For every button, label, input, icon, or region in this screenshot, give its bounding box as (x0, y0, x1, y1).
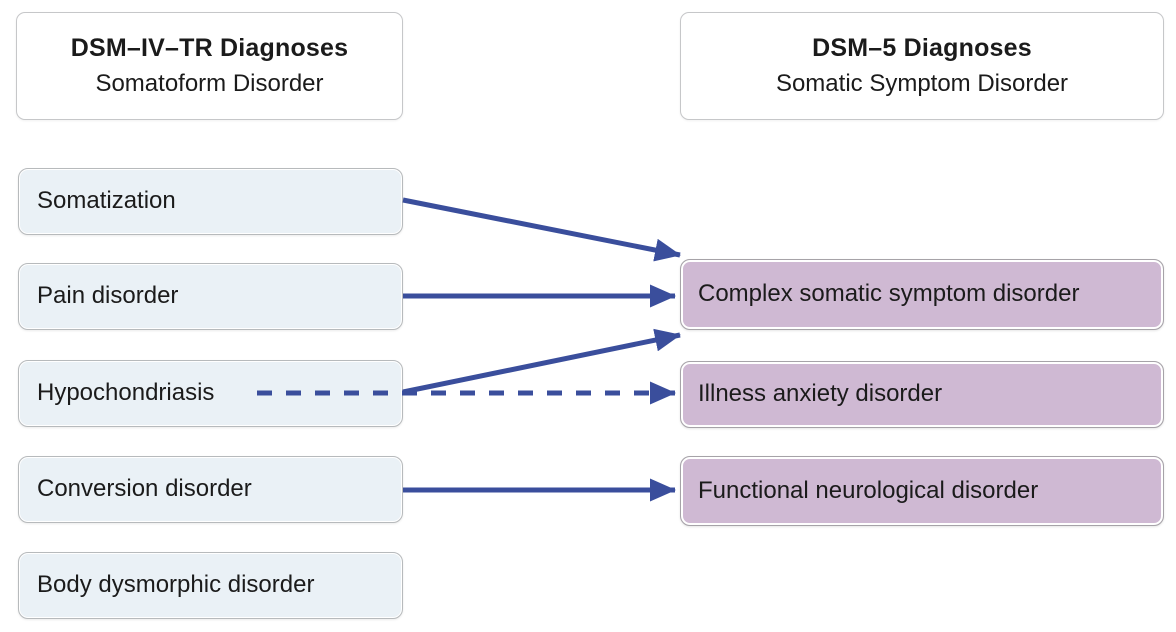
box-conversion-disorder-label: Conversion disorder (37, 475, 252, 503)
box-complex-somatic-symptom-disorder-label: Complex somatic symptom disorder (698, 280, 1080, 308)
box-pain-disorder: Pain disorder (18, 263, 403, 330)
box-hypochondriasis: Hypochondriasis (18, 360, 403, 427)
arrow-hypochondriasis-to-complex-somatic (402, 328, 681, 395)
box-pain-disorder-label: Pain disorder (37, 282, 179, 310)
left-column-header: DSM–IV–TR Diagnoses Somatoform Disorder (16, 12, 403, 120)
box-body-dysmorphic-disorder-label: Body dysmorphic disorder (37, 571, 315, 599)
right-header-title: DSM–5 Diagnoses (812, 33, 1032, 62)
box-functional-neurological-disorder: Functional neurological disorder (680, 456, 1164, 526)
left-header-subtitle: Somatoform Disorder (95, 70, 324, 98)
box-somatization: Somatization (18, 168, 403, 235)
box-functional-neurological-disorder-label: Functional neurological disorder (698, 476, 1039, 504)
box-illness-anxiety-disorder: Illness anxiety disorder (680, 361, 1164, 428)
box-illness-anxiety-disorder-label: Illness anxiety disorder (698, 380, 943, 408)
right-header-subtitle: Somatic Symptom Disorder (775, 70, 1069, 98)
right-column-header: DSM–5 Diagnoses Somatic Symptom Disorder (680, 12, 1164, 120)
arrow-somatization-to-complex-somatic (402, 197, 681, 262)
box-hypochondriasis-label: Hypochondriasis (37, 379, 215, 407)
box-conversion-disorder: Conversion disorder (18, 456, 403, 523)
left-header-title: DSM–IV–TR Diagnoses (70, 33, 349, 62)
box-somatization-label: Somatization (37, 187, 176, 215)
box-complex-somatic-symptom-disorder: Complex somatic symptom disorder (680, 259, 1164, 330)
box-body-dysmorphic-disorder: Body dysmorphic disorder (18, 552, 403, 619)
